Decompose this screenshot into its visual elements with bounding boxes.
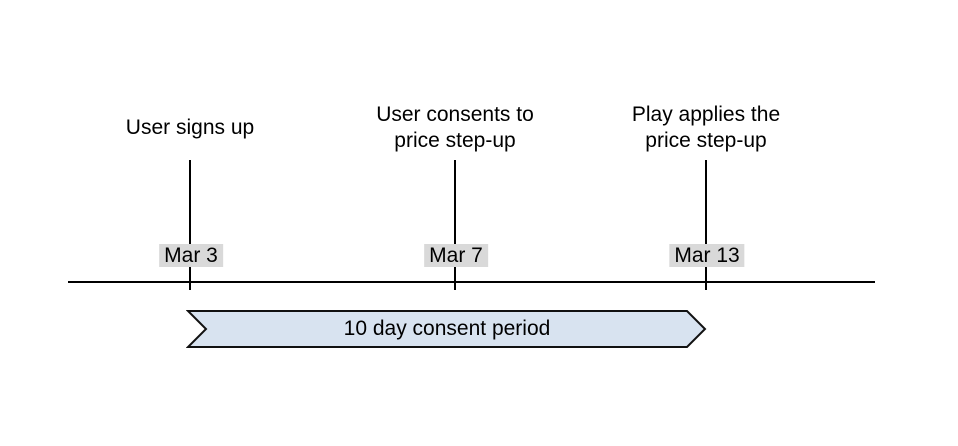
event-date-badge-mar-7: Mar 7 bbox=[424, 244, 488, 267]
event-date-badge-mar-3: Mar 3 bbox=[159, 244, 223, 267]
banner-arrow-shape bbox=[186, 310, 707, 348]
event-label-user-signs-up: User signs up bbox=[125, 116, 255, 139]
event-tick-mar-7 bbox=[454, 160, 456, 290]
event-tick-mar-13 bbox=[705, 160, 707, 290]
event-label-user-consents: User consents to price step-up bbox=[376, 103, 534, 152]
event-date-badge-mar-13: Mar 13 bbox=[669, 244, 745, 267]
consent-period-banner: 10 day consent period bbox=[186, 309, 708, 349]
banner-label: 10 day consent period bbox=[343, 317, 551, 340]
event-label-play-applies: Play applies the price step-up bbox=[631, 103, 781, 152]
timeline-axis bbox=[68, 281, 875, 283]
event-tick-mar-3 bbox=[189, 160, 191, 290]
